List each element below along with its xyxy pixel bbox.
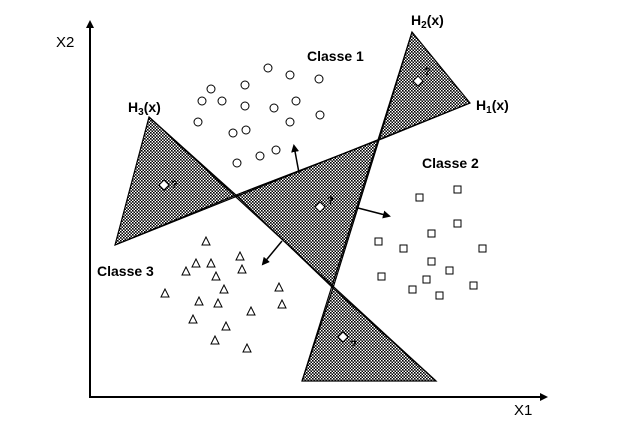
class-2-sample bbox=[408, 285, 417, 294]
hyperplane-h1 bbox=[114, 102, 471, 246]
class-1-sample bbox=[314, 74, 324, 84]
class-2-sample bbox=[478, 244, 487, 253]
class-2-sample bbox=[427, 229, 436, 238]
diamond-icon bbox=[314, 201, 326, 213]
arrow-h1-to-class1 bbox=[291, 144, 300, 174]
class-3-sample bbox=[277, 298, 287, 309]
class-3-sample bbox=[191, 257, 201, 268]
class-1-sample bbox=[315, 110, 325, 120]
class-1-sample bbox=[271, 145, 281, 155]
class-1-sample bbox=[193, 117, 203, 127]
unknown-sample-top-right: ? bbox=[412, 66, 431, 87]
class-3-sample bbox=[246, 305, 256, 316]
class-1-label: Classe 1 bbox=[307, 48, 364, 64]
class-3-sample bbox=[206, 257, 216, 268]
unknown-sample-left: ? bbox=[158, 179, 178, 191]
class-3-sample bbox=[237, 263, 247, 274]
ambiguous-region-top-right bbox=[378, 30, 471, 142]
class-1-sample bbox=[285, 70, 295, 80]
class-1-sample bbox=[291, 96, 301, 106]
class-1-sample bbox=[232, 158, 242, 168]
class-2-sample bbox=[453, 185, 462, 194]
unknown-sample-bottom: ? bbox=[337, 331, 357, 351]
ambiguous-region-bottom bbox=[301, 286, 438, 382]
hyperplane-h2 bbox=[301, 31, 413, 382]
class-3-sample bbox=[160, 287, 170, 298]
unknown-mark: ? bbox=[327, 195, 334, 207]
class-2-sample bbox=[453, 219, 462, 228]
class-1-sample bbox=[241, 125, 251, 135]
class-3-sample bbox=[219, 283, 229, 294]
unknown-sample-center: ? bbox=[314, 195, 334, 213]
class-1-sample bbox=[285, 117, 295, 127]
class-2-sample bbox=[374, 237, 383, 246]
class-2-sample bbox=[377, 272, 386, 281]
diamond-icon bbox=[337, 331, 349, 343]
class-1-samples bbox=[193, 63, 325, 168]
class-1-sample bbox=[269, 103, 279, 113]
unknown-mark: ? bbox=[350, 339, 357, 351]
class-3-sample bbox=[210, 334, 220, 345]
class-2-sample bbox=[399, 244, 408, 253]
class-2-sample bbox=[415, 193, 424, 202]
hyperplane-h3-label: H3(x) bbox=[128, 99, 161, 118]
class-3-sample bbox=[188, 313, 198, 324]
class-2-label: Classe 2 bbox=[422, 155, 479, 171]
class-1-sample bbox=[240, 101, 250, 111]
arrow-h2-to-class2 bbox=[357, 207, 391, 219]
class-3-sample bbox=[274, 281, 284, 292]
class-1-sample bbox=[263, 63, 273, 73]
class-2-sample bbox=[469, 281, 478, 290]
class-3-sample bbox=[213, 297, 223, 308]
class-1-sample bbox=[228, 128, 238, 138]
x-axis-label: X1 bbox=[514, 402, 532, 419]
class-1-sample bbox=[255, 151, 265, 161]
diamond-icon bbox=[412, 75, 424, 87]
class-3-label: Classe 3 bbox=[97, 263, 154, 279]
unknown-mark: ? bbox=[171, 179, 178, 191]
class-3-samples bbox=[160, 235, 287, 353]
class-3-sample bbox=[235, 250, 245, 261]
arrow-h3-to-class3 bbox=[261, 240, 283, 266]
hyperplane-h2-label: H2(x) bbox=[411, 12, 444, 31]
class-3-sample bbox=[201, 235, 211, 246]
class-3-sample bbox=[242, 342, 252, 353]
class-3-sample bbox=[194, 295, 204, 306]
unknown-mark: ? bbox=[424, 66, 431, 78]
ambiguous-region-left bbox=[114, 115, 238, 247]
class-2-samples bbox=[374, 185, 487, 300]
class-1-sample bbox=[197, 96, 207, 106]
ambiguous-region-center bbox=[234, 138, 380, 290]
class-3-sample bbox=[181, 265, 191, 276]
hyperplane-h3 bbox=[148, 116, 437, 382]
class-2-sample bbox=[422, 275, 431, 284]
y-axis-label: X2 bbox=[56, 34, 74, 51]
class-2-sample bbox=[427, 257, 436, 266]
class-3-sample bbox=[221, 320, 231, 331]
class-3-sample bbox=[211, 270, 221, 281]
class-1-sample bbox=[240, 80, 250, 90]
hyperplane-h1-label: H1(x) bbox=[476, 97, 509, 116]
diamond-icon bbox=[158, 179, 170, 191]
class-2-sample bbox=[445, 266, 454, 275]
class-1-sample bbox=[217, 96, 227, 106]
class-2-sample bbox=[435, 291, 444, 300]
class-1-sample bbox=[206, 84, 216, 94]
